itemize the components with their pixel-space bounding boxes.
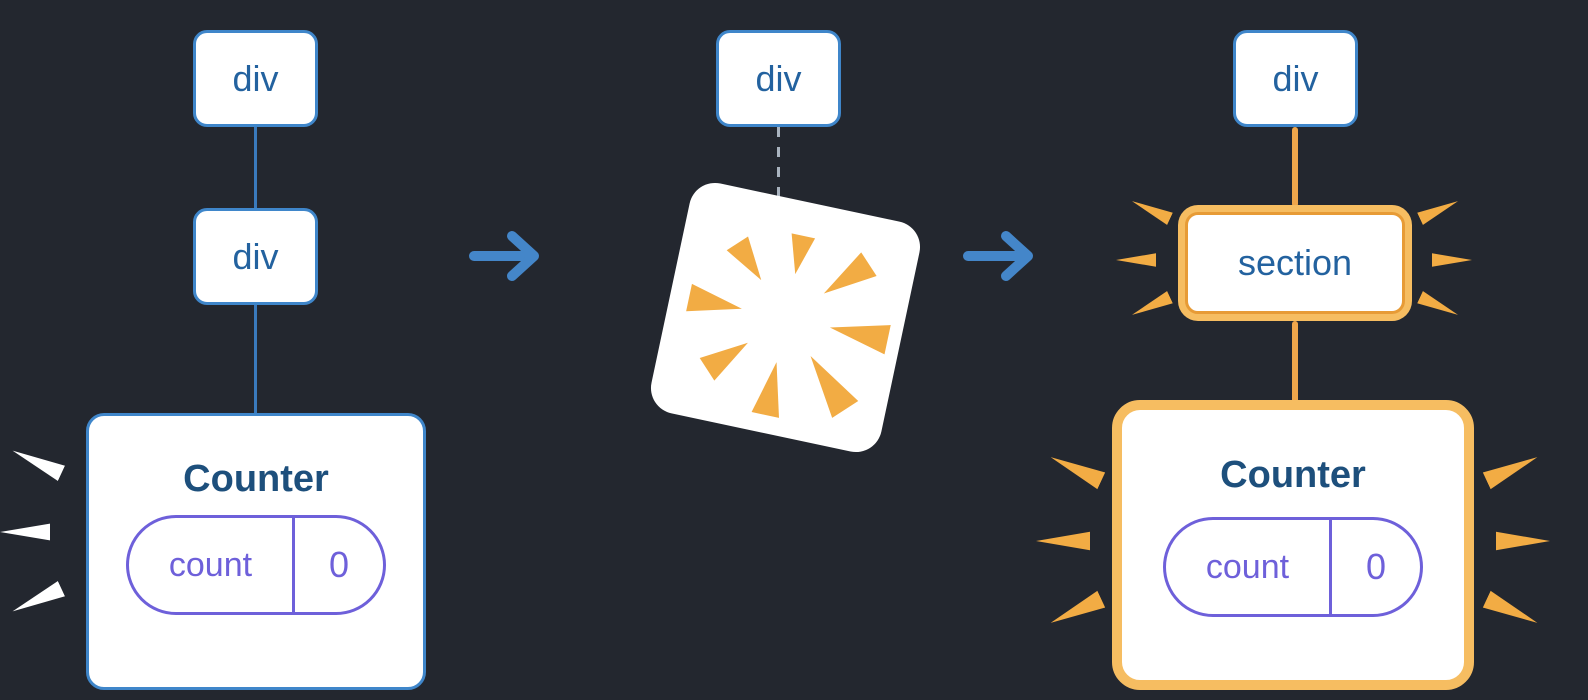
arrow-right-icon xyxy=(963,231,1033,281)
state-key: count xyxy=(129,518,295,612)
state-value: 0 xyxy=(1365,546,1386,587)
spark-icon xyxy=(8,442,65,483)
counter-component: Counter count 0 xyxy=(86,413,426,690)
tree-node-div-middle: div xyxy=(716,30,841,127)
state-key: count xyxy=(1166,520,1332,614)
spark-icon xyxy=(1036,531,1090,551)
component-title: Counter xyxy=(183,458,329,500)
tree-edge xyxy=(254,127,257,211)
spark-icon xyxy=(1496,531,1550,551)
state-pill: count 0 xyxy=(126,515,386,615)
section-node-highlight: section xyxy=(1178,205,1412,321)
tree-node-label: div xyxy=(1272,57,1319,99)
spark-icon xyxy=(1432,253,1472,267)
tree-edge-highlight xyxy=(1292,127,1298,207)
tree-node-label: div xyxy=(755,57,802,99)
spark-icon xyxy=(1417,194,1462,226)
tree-node-label: div xyxy=(232,235,279,277)
spark-icon xyxy=(1482,589,1542,633)
spark-icon xyxy=(8,580,65,621)
section-node: section xyxy=(1185,212,1405,314)
tree-edge-highlight xyxy=(1292,321,1298,403)
tree-edge-dashed xyxy=(777,127,780,223)
component-title: Counter xyxy=(1220,454,1366,496)
spark-icon xyxy=(1046,447,1106,491)
spark-icon xyxy=(1417,290,1462,322)
spark-icon xyxy=(1129,194,1174,226)
spark-icon xyxy=(1116,253,1156,267)
spark-icon xyxy=(1482,447,1542,491)
spark-icon xyxy=(1046,589,1106,633)
tree-node-div-2: div xyxy=(193,208,318,305)
poof-burst-icon xyxy=(685,232,891,418)
tree-edge xyxy=(254,305,257,415)
counter-component-highlight: Counter count 0 xyxy=(1112,400,1474,690)
tree-node-div-1: div xyxy=(193,30,318,127)
spark-icon xyxy=(0,523,50,541)
arrow-right-icon xyxy=(469,231,539,281)
tree-node-div-right: div xyxy=(1233,30,1358,127)
tree-node-label: section xyxy=(1237,242,1353,283)
state-value: 0 xyxy=(328,544,349,585)
poof-box xyxy=(646,178,925,457)
state-pill: count 0 xyxy=(1163,517,1423,617)
spark-icon xyxy=(1129,290,1174,322)
tree-node-label: div xyxy=(232,57,279,99)
